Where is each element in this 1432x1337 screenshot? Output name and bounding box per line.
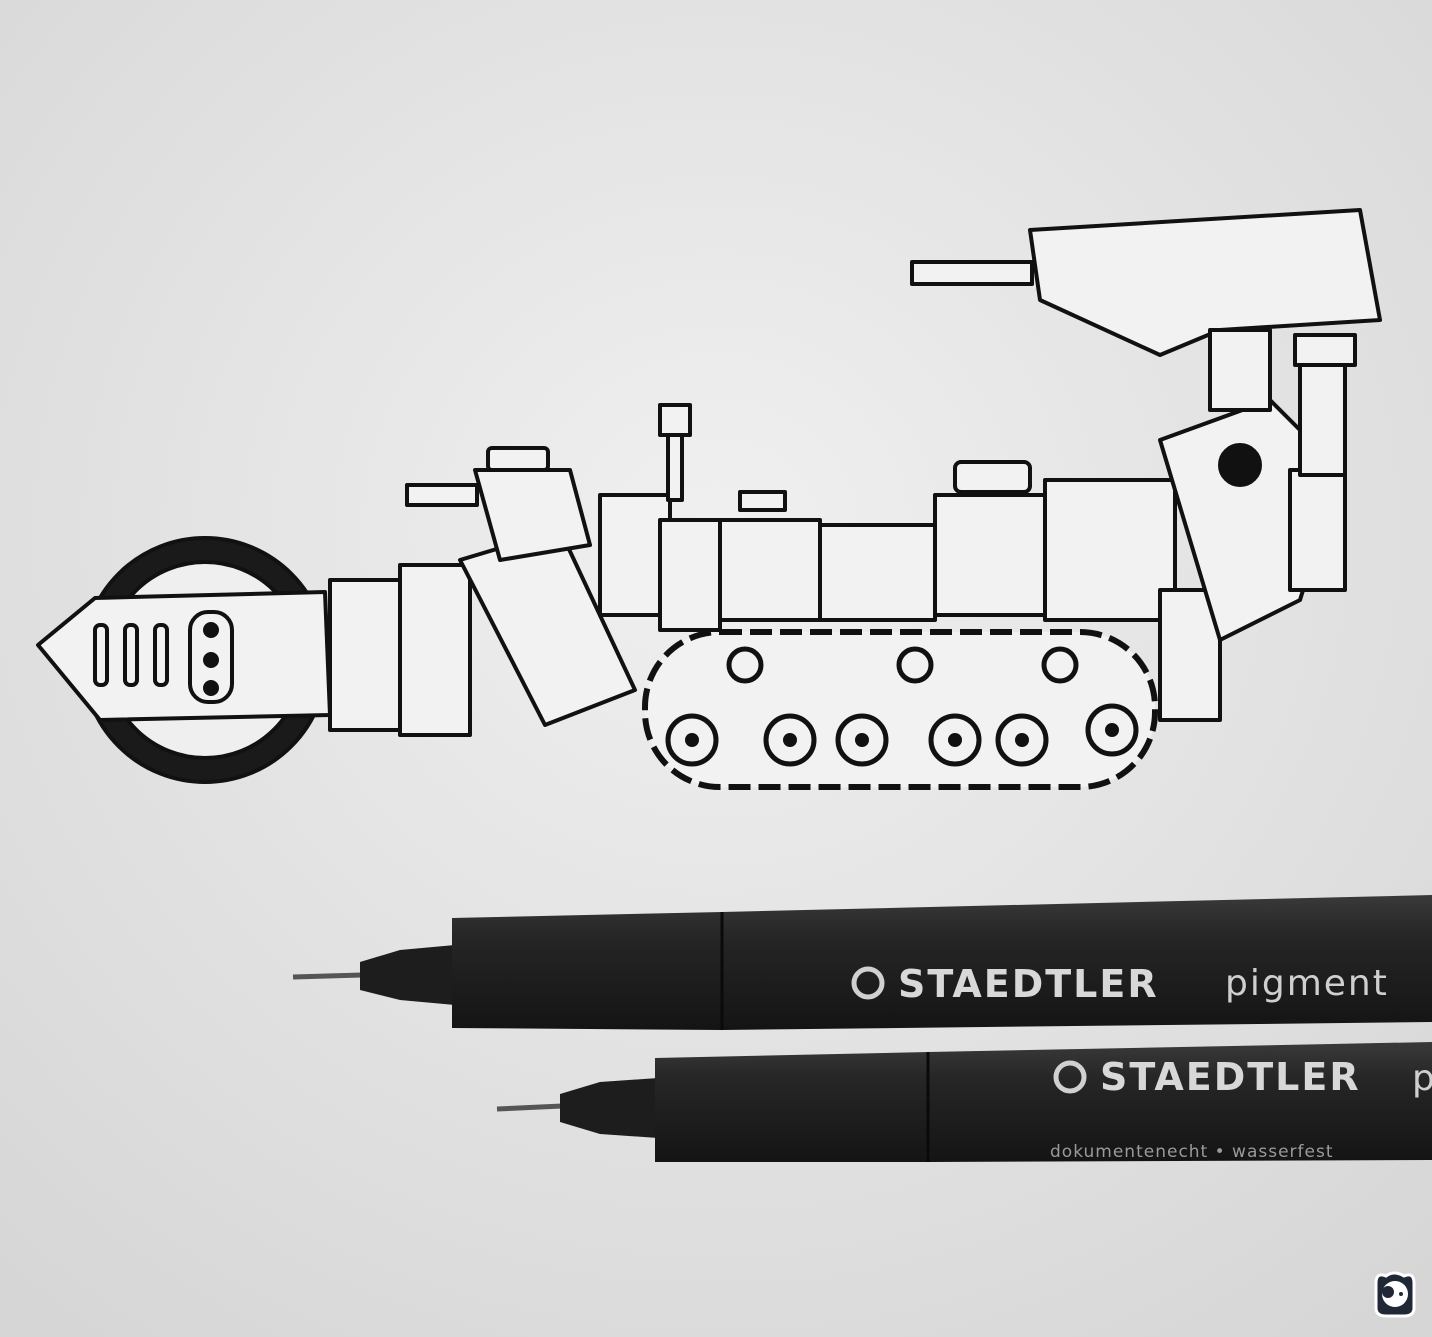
- pen-2-body: [655, 1042, 1432, 1162]
- pen-1-model: pigment: [1225, 963, 1389, 1004]
- pen-1-needle: [292, 972, 363, 980]
- panda-logo-icon: [1374, 1271, 1416, 1318]
- pen-2-needle: [496, 1103, 563, 1112]
- staedtler-logo-icon: [851, 966, 885, 1000]
- ink-drawing-vehicle: [36, 208, 1382, 790]
- pen-2-model: p: [1412, 1058, 1432, 1099]
- staedtler-logo-icon: [1053, 1060, 1087, 1094]
- drill-head: [36, 590, 332, 722]
- pen-2-imprint: dokumentenecht • wasserfest: [1050, 1142, 1334, 1162]
- pen-2: STAEDTLER p dokumentenecht • wasserfest: [496, 1042, 1432, 1162]
- pen-1: STAEDTLER pigment: [292, 895, 1432, 1030]
- pen-2-brand: STAEDTLER: [1100, 1055, 1361, 1099]
- pen-1-tip: [360, 945, 455, 1005]
- pen-2-tip: [560, 1078, 658, 1138]
- pen-1-body: [452, 895, 1432, 1030]
- pen-1-brand: STAEDTLER: [898, 962, 1159, 1006]
